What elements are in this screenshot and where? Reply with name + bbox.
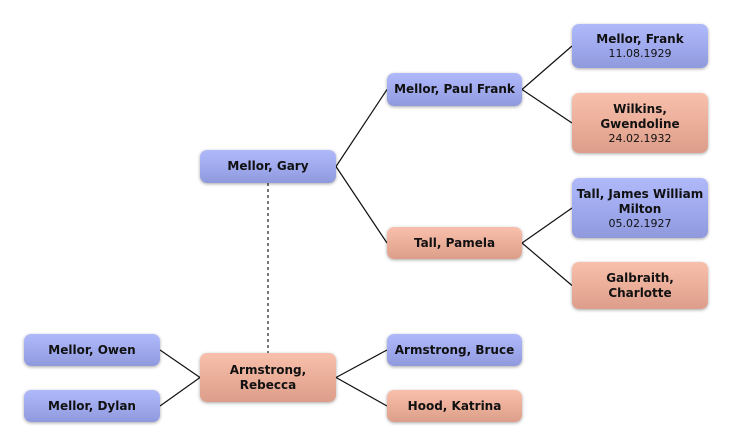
parent-connector-rebecca-bruce [335,349,388,379]
parent-connector-gary-pamela [335,166,388,244]
person-name: Wilkins, Gwendoline [600,101,680,131]
person-name: Mellor, Dylan [48,398,136,413]
person-birth-date: 05.02.1927 [608,216,672,230]
parent-connector-owen-rebecca [159,349,201,378]
person-node-dylan[interactable]: Mellor, Dylan [24,390,160,422]
person-name: Mellor, Paul Frank [394,82,515,96]
person-node-bruce[interactable]: Armstrong, Bruce [387,334,522,366]
person-name: Armstrong, Rebecca [229,362,307,392]
parent-connector-pamela-james [521,207,573,244]
person-name: Tall, James William Milton [576,186,704,216]
person-node-frank[interactable]: Mellor, Frank 11.08.1929 [572,24,708,68]
person-name: Hood, Katrina [407,398,502,413]
person-name: Galbraith, Charlotte [606,270,674,300]
person-name: Armstrong, Bruce [394,342,515,357]
person-name: Mellor, Frank [596,32,684,46]
person-node-gwendoline[interactable]: Wilkins, Gwendoline 24.02.1932 [572,93,708,153]
person-name: Mellor, Gary [227,159,309,173]
person-node-charlotte[interactable]: Galbraith, Charlotte [572,262,708,309]
person-name: Tall, Pamela [413,235,496,250]
person-name: Mellor, Owen [48,342,136,357]
parent-connector-gary-paul [335,89,388,167]
parent-connector-dylan-rebecca [159,377,201,407]
person-node-james[interactable]: Tall, James William Milton 05.02.1927 [572,178,708,238]
person-node-katrina[interactable]: Hood, Katrina [387,390,522,422]
person-birth-date: 11.08.1929 [608,47,672,60]
parent-connector-rebecca-katrina [335,376,388,407]
person-node-rebecca[interactable]: Armstrong, Rebecca [200,353,336,402]
parent-connector-paul-frank [521,45,573,90]
parent-connector-pamela-charlotte [521,242,573,286]
person-node-gary[interactable]: Mellor, Gary [200,150,336,183]
parent-connector-paul-gwendoline [521,89,573,124]
person-birth-date: 24.02.1932 [608,131,672,145]
person-node-paul[interactable]: Mellor, Paul Frank [387,73,522,106]
person-node-owen[interactable]: Mellor, Owen [24,334,160,366]
person-node-pamela[interactable]: Tall, Pamela [387,227,522,259]
